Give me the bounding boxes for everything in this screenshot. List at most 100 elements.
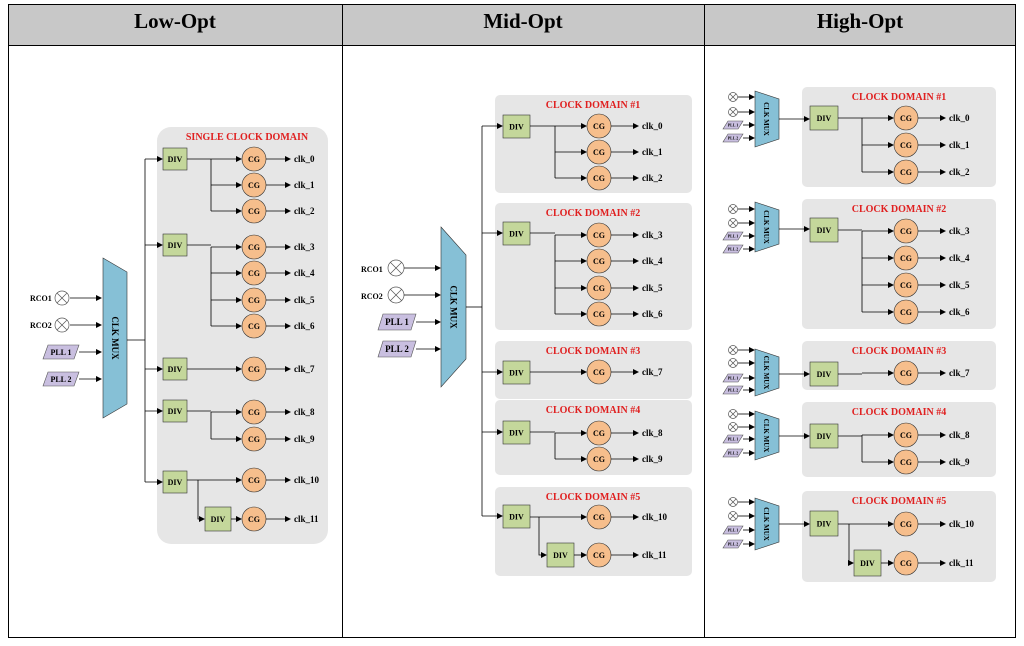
- clock-output-label: clk_7: [642, 367, 663, 377]
- div-label: DIV: [509, 230, 524, 239]
- cg-label: CG: [248, 476, 260, 485]
- clock-output-label: clk_10: [642, 512, 668, 522]
- mux-label: CLK MUX: [762, 210, 770, 244]
- clock-output-label: clk_10: [949, 519, 975, 529]
- clock-mux: [102, 257, 128, 419]
- header-row: [8, 4, 1016, 46]
- cg-label: CG: [593, 122, 605, 131]
- cg-label: CG: [900, 254, 912, 263]
- clock-output-label: clk_1: [642, 147, 663, 157]
- div-label: DIV: [509, 369, 524, 378]
- div-label: DIV: [211, 515, 226, 524]
- pll-label: PLL 2: [728, 542, 739, 547]
- div-label: DIV: [168, 155, 183, 164]
- cg-label: CG: [593, 284, 605, 293]
- clock-output-label: clk_3: [294, 242, 315, 252]
- domain-title: CLOCK DOMAIN #2: [546, 208, 640, 219]
- cg-label: CG: [248, 408, 260, 417]
- cg-label: CG: [593, 310, 605, 319]
- pll-source: [722, 448, 744, 458]
- cg-label: CG: [900, 141, 912, 150]
- div-label: DIV: [817, 432, 832, 441]
- pll-label: PLL 2: [728, 451, 739, 456]
- div-label: DIV: [509, 513, 524, 522]
- clock-output-label: clk_0: [294, 154, 315, 164]
- rco-label: RCO1: [361, 265, 383, 274]
- header-high-opt: High-Opt: [817, 9, 903, 33]
- div-block: [809, 423, 839, 449]
- div-label: DIV: [860, 559, 875, 568]
- div-label: DIV: [817, 370, 832, 379]
- pll-source: [722, 539, 744, 549]
- div-block: [809, 361, 839, 387]
- cg-label: CG: [248, 207, 260, 216]
- clock-output-label: clk_0: [642, 121, 663, 131]
- mux-label: CLK MUX: [762, 356, 770, 390]
- div-block: [809, 217, 839, 243]
- cg-label: CG: [900, 369, 912, 378]
- pll-source: [377, 313, 417, 331]
- pll-source: [722, 373, 744, 383]
- div-label: DIV: [509, 123, 524, 132]
- div-label: DIV: [553, 551, 568, 560]
- pll-source: [377, 340, 417, 358]
- cg-label: CG: [900, 227, 912, 236]
- pll-label: PLL 1: [728, 123, 739, 128]
- connector-line: [197, 480, 205, 522]
- clock-output-label: clk_6: [949, 307, 970, 317]
- cg-label: CG: [593, 455, 605, 464]
- pll-source: [722, 525, 744, 535]
- div-block: [546, 542, 575, 568]
- clock-output-label: clk_2: [642, 173, 663, 183]
- connector-line: [538, 517, 547, 558]
- clock-output-label: clk_8: [949, 430, 970, 440]
- domain-title: CLOCK DOMAIN #4: [852, 407, 946, 418]
- cg-label: CG: [248, 515, 260, 524]
- oscillator-cross: [390, 289, 402, 301]
- domain-title: CLOCK DOMAIN #2: [852, 204, 946, 215]
- clock-mux: [754, 497, 780, 551]
- pll-label: PLL 1: [728, 528, 739, 533]
- div-block: [502, 221, 531, 246]
- clock-output-label: clk_4: [949, 253, 970, 263]
- div-block: [162, 470, 188, 494]
- clock-output-label: clk_9: [294, 434, 315, 444]
- cg-label: CG: [900, 431, 912, 440]
- domain-title: SINGLE CLOCK DOMAIN: [186, 132, 309, 143]
- rco-label: RCO2: [361, 292, 383, 301]
- cg-label: CG: [900, 458, 912, 467]
- oscillator-cross: [729, 410, 737, 418]
- clock-output-label: clk_5: [642, 283, 663, 293]
- clock-mux: [754, 201, 780, 253]
- cg-label: CG: [248, 243, 260, 252]
- cg-label: CG: [900, 114, 912, 123]
- clock-output-label: clk_8: [294, 407, 315, 417]
- domain-title: CLOCK DOMAIN #4: [546, 405, 640, 416]
- div-label: DIV: [817, 114, 832, 123]
- cg-label: CG: [593, 231, 605, 240]
- oscillator-cross: [56, 319, 68, 331]
- clock-output-label: clk_8: [642, 428, 663, 438]
- rco-label: RCO2: [30, 321, 52, 330]
- cg-label: CG: [900, 168, 912, 177]
- div-label: DIV: [817, 226, 832, 235]
- cg-label: CG: [593, 148, 605, 157]
- oscillator-cross: [56, 292, 68, 304]
- div-block: [853, 549, 882, 577]
- div-block: [809, 510, 839, 537]
- domain-title: CLOCK DOMAIN #3: [852, 346, 946, 357]
- pll-label: PLL 1: [728, 437, 739, 442]
- clock-output-label: clk_2: [949, 167, 970, 177]
- cg-label: CG: [248, 181, 260, 190]
- clock-output-label: clk_7: [949, 368, 970, 378]
- div-label: DIV: [509, 429, 524, 438]
- cg-label: CG: [248, 322, 260, 331]
- div-label: DIV: [168, 407, 183, 416]
- pll-label: PLL 1: [728, 234, 739, 239]
- cg-label: CG: [900, 559, 912, 568]
- pll-label: PLL 2: [50, 375, 71, 384]
- mux-label: CLK MUX: [110, 316, 120, 360]
- pll-source: [42, 344, 80, 360]
- domain-title: CLOCK DOMAIN #5: [546, 492, 640, 503]
